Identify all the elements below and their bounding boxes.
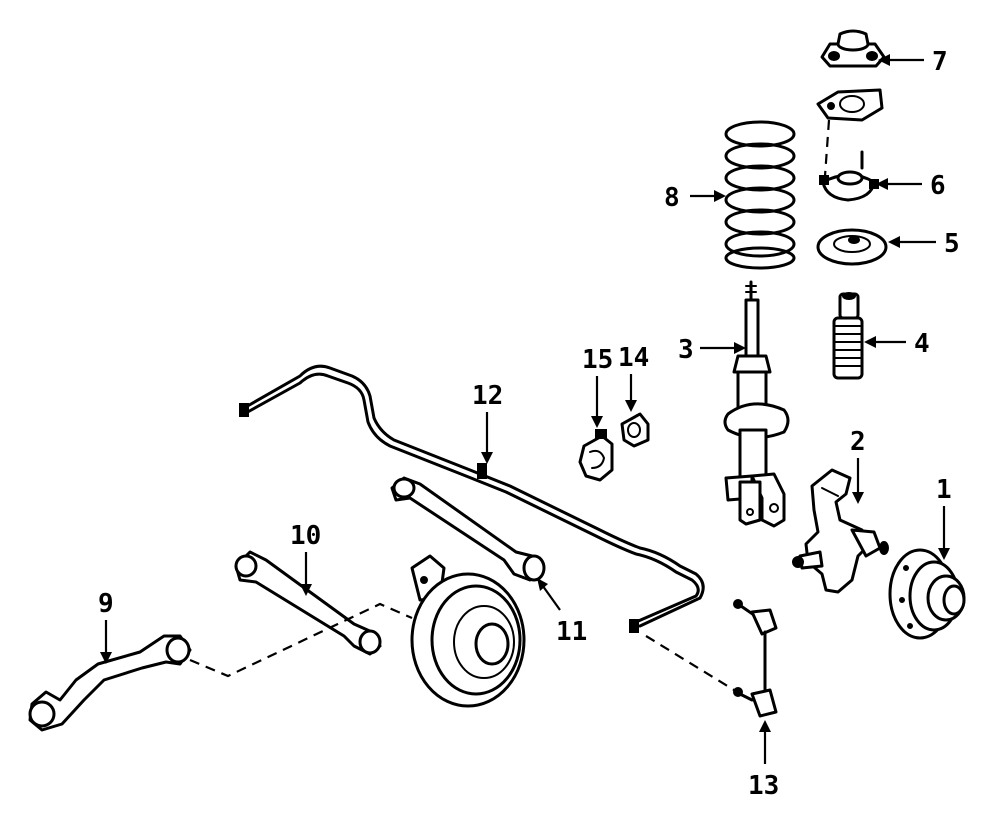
part-13-stabilizer-link: [733, 599, 778, 718]
part-8-coil-spring: [724, 120, 796, 270]
part-4-dust-boot: [832, 292, 864, 380]
callout-1: 1: [936, 475, 952, 505]
part-3-strut: [723, 280, 790, 528]
callout-10: 10: [290, 521, 321, 551]
callout-8: 8: [664, 183, 680, 213]
part-11-lower-arm: [390, 476, 546, 582]
leader-lines: [100, 54, 950, 764]
callout-2: 2: [850, 427, 866, 457]
callout-4: 4: [914, 329, 930, 359]
part-12-stabilizer-bar: [239, 364, 705, 633]
callout-14: 14: [618, 343, 649, 373]
callout-3: 3: [678, 335, 694, 365]
callout-13: 13: [748, 771, 779, 801]
part-10-trailing-arm: [234, 550, 382, 656]
rear-brake-drum: [410, 554, 526, 708]
callout-5: 5: [944, 229, 960, 259]
part-14-stabilizer-bushing: [620, 412, 650, 448]
callout-12: 12: [472, 381, 503, 411]
part-2-steering-knuckle: [792, 468, 889, 594]
part-7-upper-mount: [820, 29, 886, 68]
part-1-wheel-hub: [888, 548, 966, 640]
callout-6: 6: [930, 171, 946, 201]
part-9-lateral-link: [28, 634, 192, 732]
mount-alignment-dash: [823, 119, 831, 177]
callout-9: 9: [98, 589, 114, 619]
callout-15: 15: [582, 345, 613, 375]
part-15-stabilizer-bracket: [578, 429, 614, 482]
callout-11: 11: [556, 617, 587, 647]
mount-gasket: [816, 88, 884, 122]
part-5-spring-seat: [816, 228, 888, 266]
callout-7: 7: [932, 47, 948, 77]
assembly-dash-lines: [189, 602, 735, 691]
part-6-strut-mount: [819, 150, 879, 202]
